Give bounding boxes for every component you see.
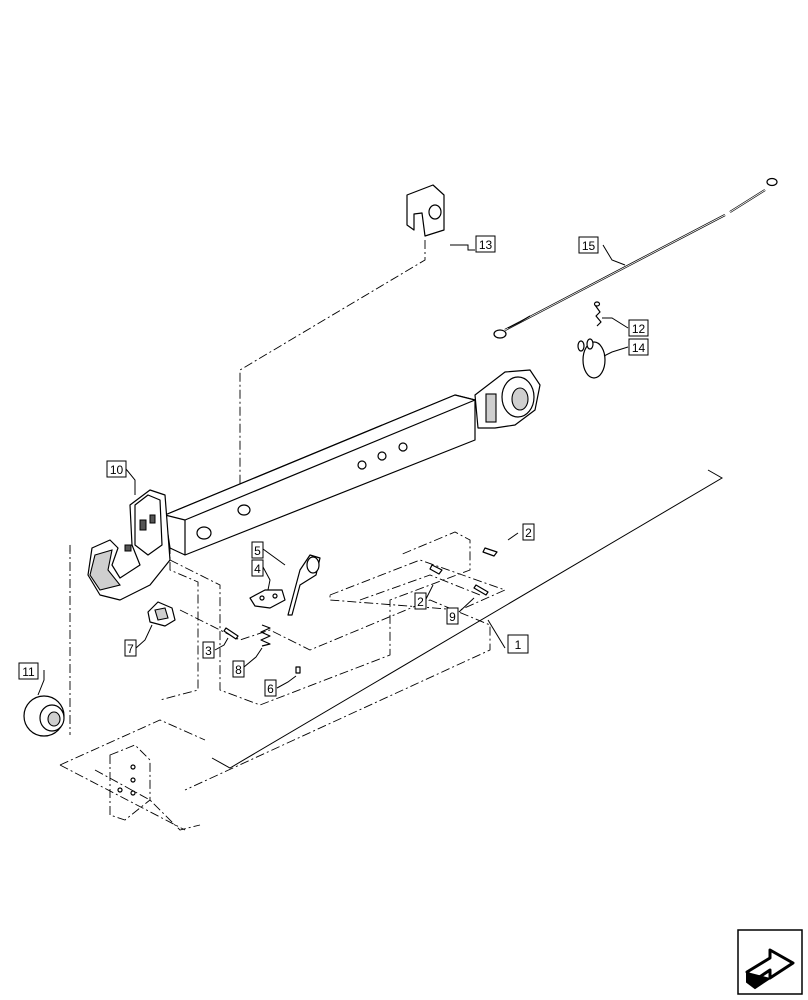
- part-2-pin-upper: [482, 547, 498, 557]
- part-15-cable: [493, 177, 778, 339]
- main-link-arm: [164, 369, 541, 556]
- callout-10: 10: [106, 460, 127, 478]
- callout-10-label: 10: [110, 463, 124, 477]
- callout-13-label: 13: [479, 238, 493, 252]
- callout-3: 3: [202, 641, 215, 659]
- part-12-spring: [593, 301, 602, 327]
- phantom-lines: [59, 240, 507, 831]
- callout-6-label: 6: [267, 682, 274, 696]
- callout-12-label: 12: [632, 322, 646, 336]
- phantom-mounting-plate: [109, 744, 151, 821]
- part-6-small-pin: [295, 666, 301, 674]
- part-8-spring: [260, 624, 271, 647]
- callout-8-label: 8: [235, 663, 242, 677]
- callout-2-lower-label: 2: [417, 595, 424, 609]
- callout-2-upper-label: 2: [525, 526, 532, 540]
- part-14-ring: [577, 338, 606, 379]
- callout-11-label: 11: [22, 665, 35, 679]
- callout-15: 15: [578, 236, 599, 254]
- callout-14: 14: [628, 338, 649, 356]
- callout-5-label: 5: [254, 544, 261, 558]
- callout-7: 7: [124, 639, 137, 657]
- part-13-bracket-plate: [406, 184, 445, 237]
- callout-13: 13: [475, 235, 496, 253]
- assembly-bracket: [211, 469, 723, 769]
- callout-15-label: 15: [582, 239, 596, 253]
- callout-1-label: 1: [515, 638, 522, 652]
- part-2-pin-lower: [429, 564, 443, 575]
- callout-9-label: 9: [449, 610, 456, 624]
- callout-6: 6: [264, 679, 277, 697]
- callout-12: 12: [628, 319, 649, 337]
- part-9-pin: [473, 584, 489, 596]
- part-10-hook: [87, 489, 171, 601]
- callout-5: 5: [251, 541, 264, 559]
- callout-8: 8: [232, 660, 245, 678]
- callout-14-label: 14: [632, 341, 646, 355]
- forward-arrow-icon[interactable]: [737, 929, 803, 995]
- callout-7-label: 7: [127, 642, 134, 656]
- callout-3-label: 3: [205, 644, 212, 658]
- callout-4-label: 4: [254, 562, 261, 576]
- callout-9: 9: [446, 607, 459, 625]
- part-7-block: [147, 601, 176, 627]
- part-4-plate: [249, 589, 286, 609]
- callout-11: 11: [18, 662, 39, 680]
- leader-lines: [37, 244, 629, 696]
- part-3-pin: [223, 627, 239, 640]
- callout-1: 1: [507, 634, 529, 654]
- part-5-latch-lever: [287, 554, 321, 616]
- callout-4: 4: [251, 559, 264, 577]
- callout-2-upper: 2: [522, 523, 535, 541]
- callout-2-lower: 2: [414, 592, 427, 610]
- part-11-bushing: [23, 695, 65, 737]
